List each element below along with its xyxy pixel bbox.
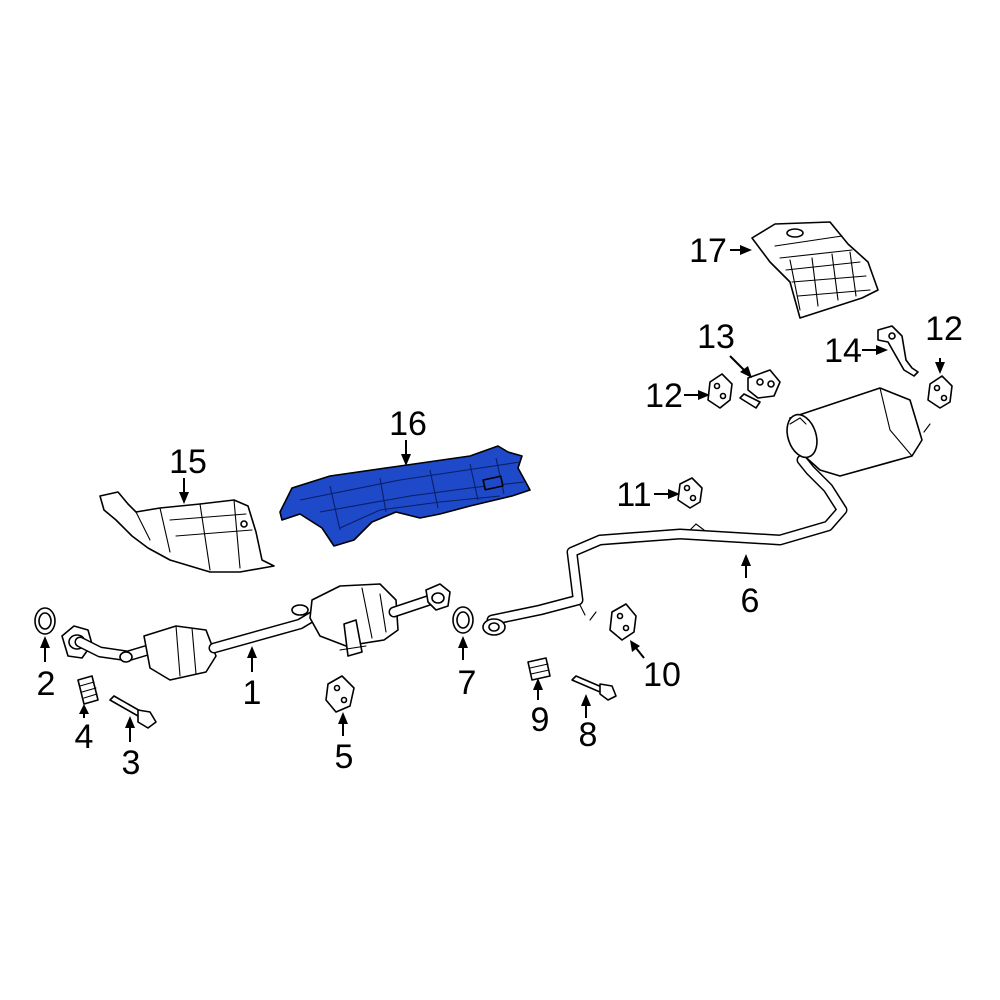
part-7-gasket[interactable]: [452, 606, 474, 634]
callout-1: 1: [243, 674, 262, 712]
callout-16: 16: [389, 405, 427, 443]
part-12-hanger-right[interactable]: [927, 375, 953, 409]
callout-7: 7: [458, 664, 477, 702]
callout-17: 17: [689, 232, 727, 270]
callout-9: 9: [531, 701, 550, 739]
part-2-gasket[interactable]: [34, 607, 56, 635]
part-4-stud[interactable]: [77, 675, 99, 705]
part-1-catalytic-converter-pipe[interactable]: [61, 583, 451, 681]
callout-2: 2: [37, 665, 56, 703]
callout-14: 14: [824, 332, 862, 370]
part-15-front-heat-shield[interactable]: [99, 491, 275, 573]
callout-leaders: [40, 245, 945, 742]
callout-3: 3: [122, 744, 141, 782]
part-3-bolt[interactable]: [109, 695, 157, 729]
callout-5: 5: [335, 738, 354, 776]
callout-6: 6: [741, 582, 760, 620]
part-9-stud[interactable]: [527, 657, 551, 681]
part-13-bracket[interactable]: [739, 369, 781, 409]
part-11-hanger[interactable]: [677, 477, 703, 509]
callout-11: 11: [616, 476, 651, 514]
part-6-tailpipe-muffler[interactable]: [482, 387, 931, 636]
callout-8: 8: [579, 716, 598, 754]
part-16-center-heat-shield[interactable]: [279, 445, 531, 547]
callout-15: 15: [169, 443, 207, 481]
callout-labels: 1 2 3 4 5 6 7 8 9 10 11 12 12 13 14 15 1…: [37, 232, 963, 782]
part-10-hanger[interactable]: [609, 603, 637, 641]
callout-12-right: 12: [925, 310, 963, 348]
part-14-hanger-bracket[interactable]: [877, 325, 919, 377]
callout-12-left: 12: [645, 377, 683, 415]
callout-13: 13: [697, 318, 735, 356]
callout-10: 10: [643, 656, 681, 694]
part-12-hanger-left[interactable]: [707, 373, 733, 409]
part-5-hanger[interactable]: [325, 675, 355, 713]
callout-4: 4: [75, 718, 94, 756]
part-8-bolt[interactable]: [571, 675, 617, 701]
part-17-rear-heat-shield[interactable]: [751, 221, 879, 319]
